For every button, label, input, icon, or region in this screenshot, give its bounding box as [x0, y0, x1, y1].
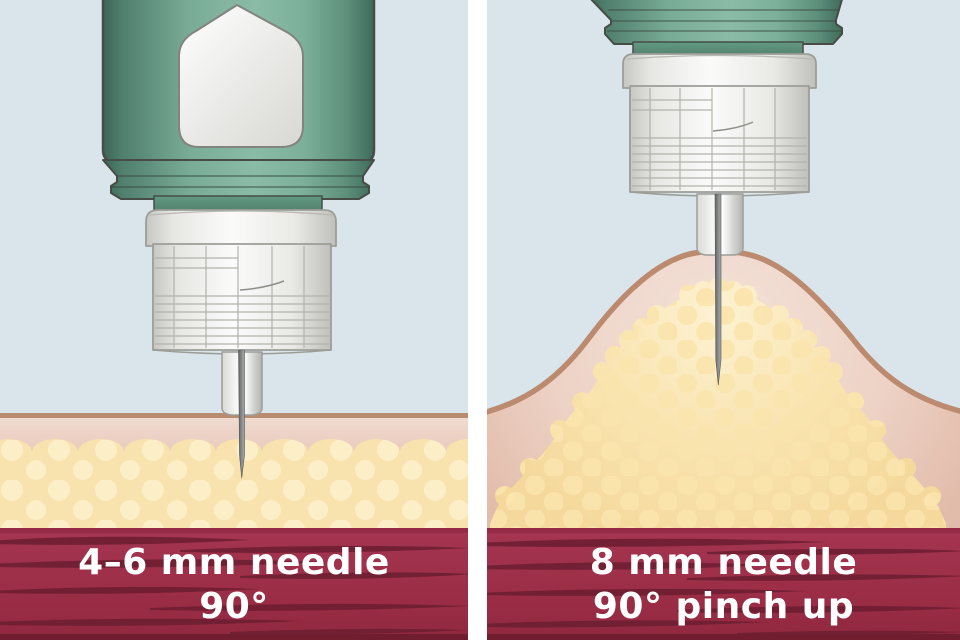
illustration-short-needle — [0, 0, 468, 640]
illustration-long-needle — [487, 0, 960, 640]
fat-layer — [0, 439, 468, 534]
pen-threaded-end — [590, 0, 843, 45]
muscle-fibers — [487, 538, 960, 636]
muscle-fibers — [0, 536, 468, 635]
insulin-pen — [590, 0, 843, 386]
panel-short-needle: 4–6 mm needle 90° — [0, 0, 468, 640]
hub-grid-lines — [632, 88, 807, 190]
needle-hub — [145, 209, 337, 416]
caption-line-needle-size: 4–6 mm needle — [78, 542, 390, 583]
muscle-layer — [487, 528, 960, 640]
needle-hub — [622, 53, 817, 256]
hub-grid-lines — [155, 246, 329, 348]
panel-long-needle: 8 mm needle 90° pinch up — [487, 0, 960, 640]
caption-line-angle: 90° pinch up — [592, 586, 855, 627]
caption-line-angle: 90° — [199, 586, 269, 627]
muscle-layer — [0, 528, 468, 640]
pen-threaded-end — [102, 159, 375, 200]
insulin-pen — [101, 0, 376, 479]
pen-dose-window — [178, 4, 304, 148]
caption-line-needle-size: 8 mm needle — [589, 542, 858, 583]
panel-divider — [468, 0, 487, 640]
pen-needle — [238, 349, 245, 479]
caption-long-needle: 8 mm needle 90° pinch up — [487, 541, 960, 629]
caption-short-needle: 4–6 mm needle 90° — [0, 541, 468, 629]
pen-needle — [714, 193, 722, 386]
